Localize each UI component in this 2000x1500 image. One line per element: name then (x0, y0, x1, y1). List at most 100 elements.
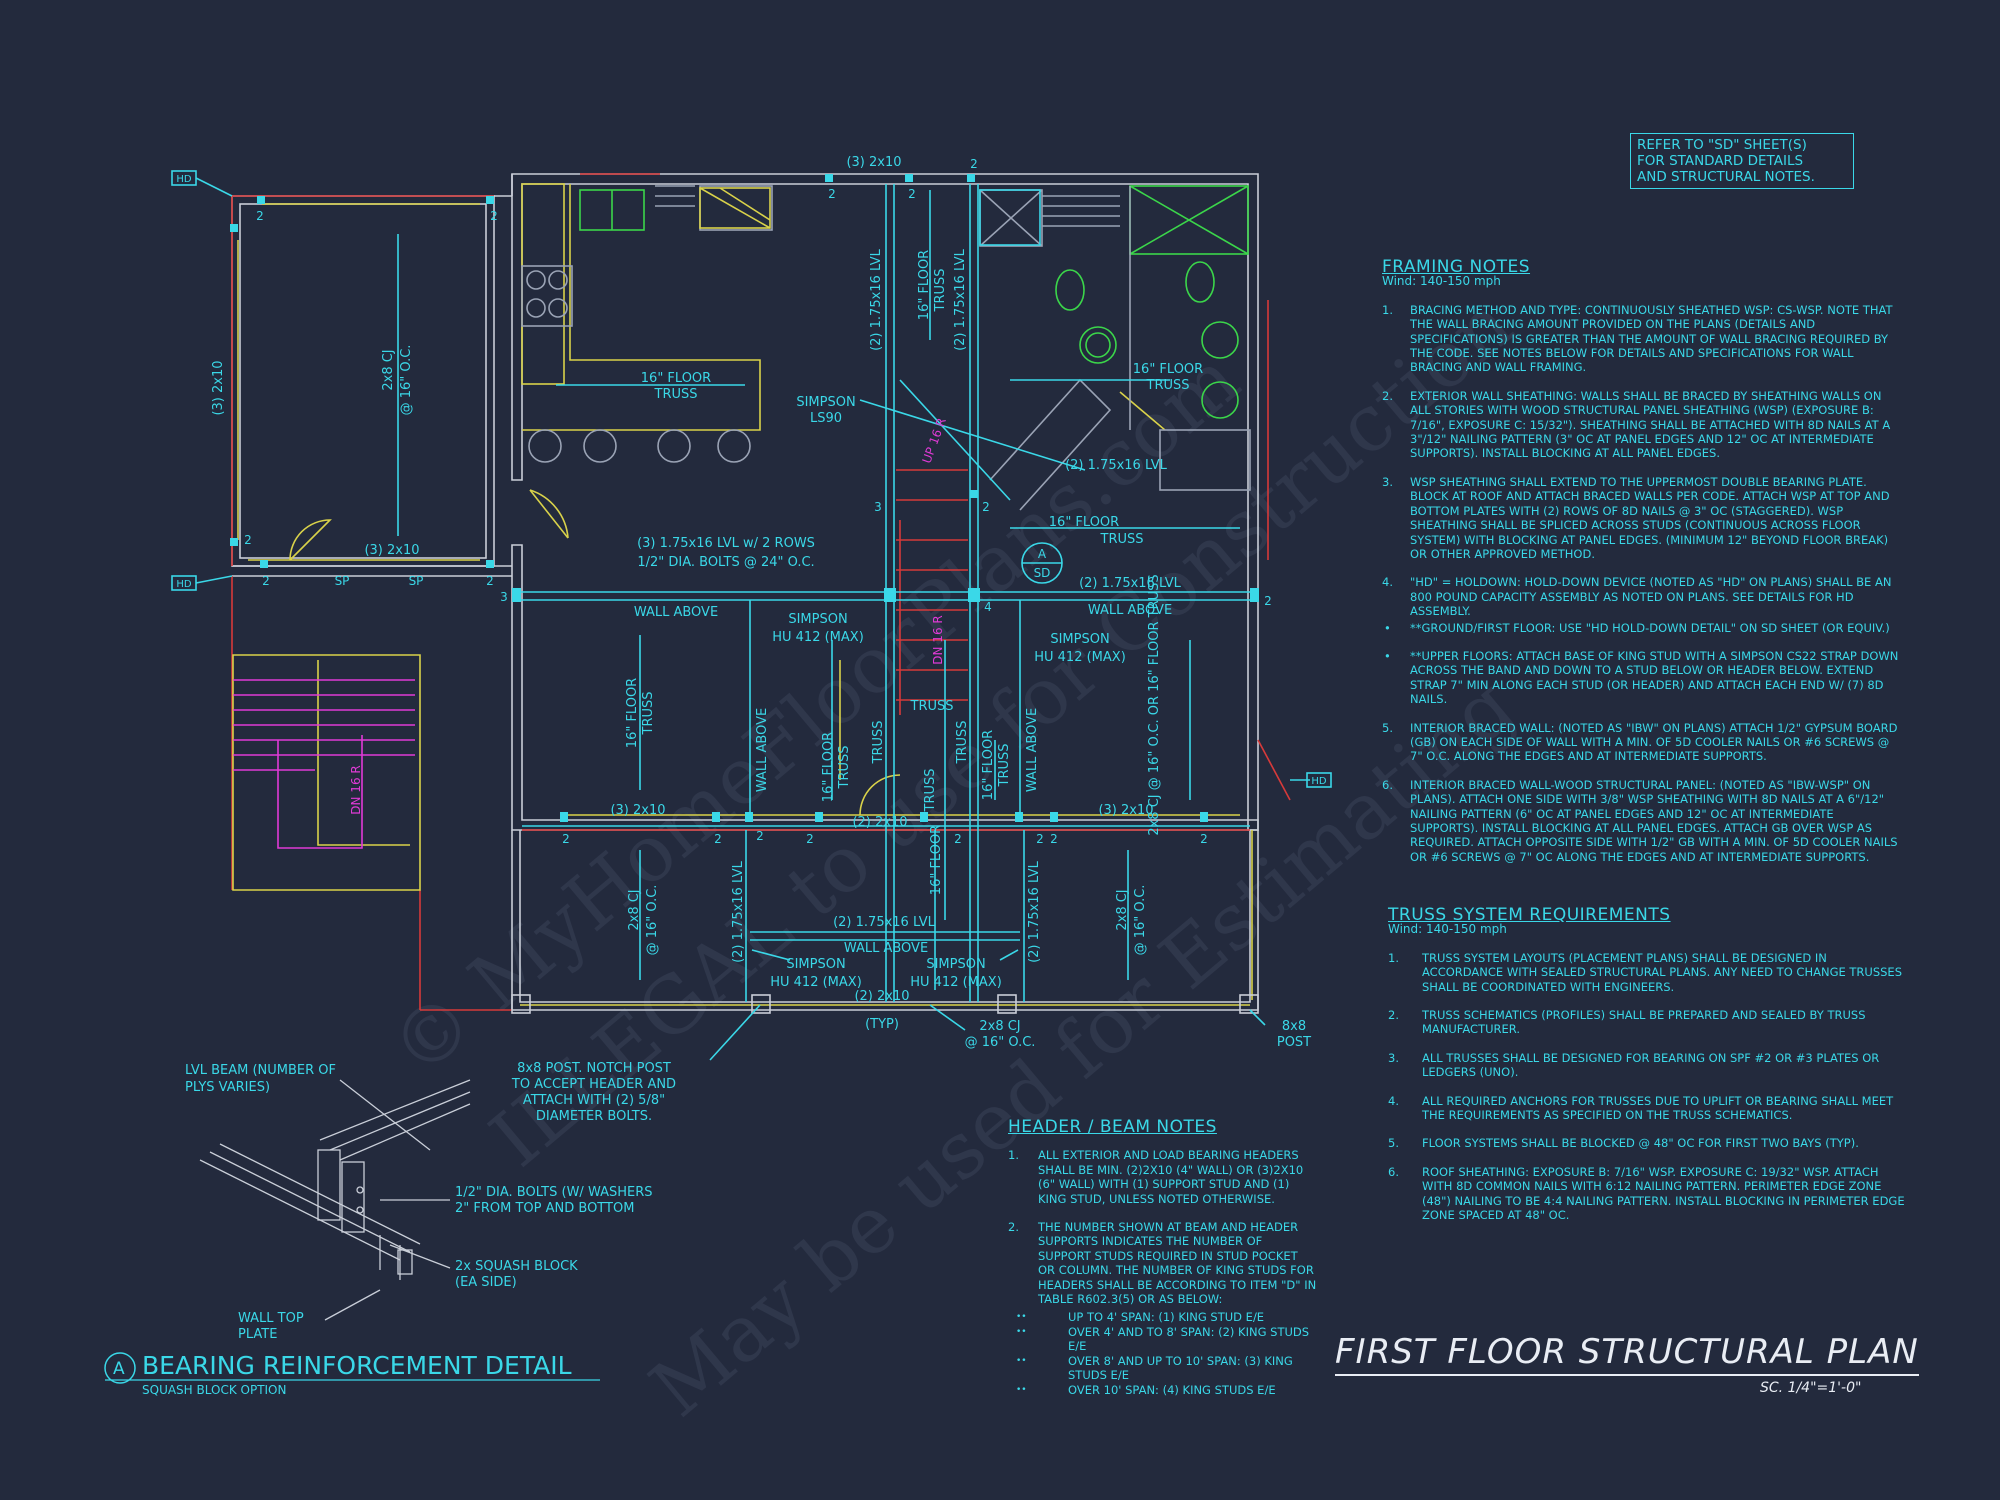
framing-bullet: **GROUND/FIRST FLOOR: USE "HD HOLD-DOWN … (1382, 621, 1902, 636)
detail-callout: PLATE (238, 1327, 277, 1342)
posts (230, 174, 1259, 822)
svg-text:3: 3 (874, 500, 882, 514)
yellow-framing (232, 183, 1253, 1006)
svg-text:2: 2 (714, 832, 722, 846)
notch-note: DIAMETER BOLTS. (536, 1109, 652, 1124)
svg-text:2: 2 (1050, 832, 1058, 846)
floor-truss-label: TRUSS (1100, 532, 1144, 547)
simpson-label: HU 412 (MAX) (1034, 650, 1126, 665)
svg-text:2: 2 (954, 832, 962, 846)
sp-label: SP (335, 574, 350, 588)
floor-truss-label: 16" FLOOR (1133, 362, 1203, 377)
truss-label: TRUSS (955, 721, 970, 765)
header-label: (3) 2x10 (211, 360, 226, 415)
svg-text:2: 2 (828, 187, 836, 201)
lvl-label: (2) 1.75x16 LVL (1027, 860, 1042, 963)
wall-highlights (231, 173, 1291, 1011)
svg-text:2: 2 (1200, 832, 1208, 846)
framing-note-item: 1.BRACING METHOD AND TYPE: CONTINUOUSLY … (1382, 302, 1893, 375)
cj-label: @ 16" O.C. (965, 1035, 1036, 1050)
stair-down-label: DN 16 R (931, 615, 945, 664)
svg-text:2: 2 (908, 187, 916, 201)
floor-truss-label: 16" FLOOR (625, 678, 640, 748)
post-label: 8x8 (1282, 1019, 1306, 1034)
floor-truss-label: TRUSS (1146, 378, 1190, 393)
detail-marker: A (113, 1359, 125, 1379)
truss-notes-title: TRUSS SYSTEM REQUIREMENTS (1388, 905, 1671, 925)
stairs (233, 679, 415, 849)
cj-label: 2x8 CJ (627, 889, 642, 930)
hd-label: HD (1311, 776, 1327, 787)
floor-truss-label: TRUSS (641, 692, 656, 736)
truss-label: TRUSS (910, 699, 954, 714)
cj-label: @ 16" O.C. (399, 345, 414, 416)
section-marker-bottom: SD (1034, 566, 1051, 580)
svg-text:2: 2 (486, 574, 494, 588)
porch (511, 830, 1259, 1011)
framing-note-item: 6.INTERIOR BRACED WALL-WOOD STRUCTURAL P… (1382, 777, 1898, 864)
truss-note-item: 1.TRUSS SYSTEM LAYOUTS (PLACEMENT PLANS)… (1388, 950, 1902, 994)
refer-line: AND STRUCTURAL NOTES. (1637, 169, 1815, 185)
svg-text:2: 2 (1264, 594, 1272, 608)
floor-truss-label: 16" FLOOR (821, 732, 836, 802)
framing-note-item: 3.WSP SHEATHING SHALL EXTEND TO THE UPPE… (1382, 474, 1890, 561)
stair-up-label: UP 16 R (920, 416, 949, 465)
detail-callout: 2" FROM TOP AND BOTTOM (455, 1201, 634, 1216)
floor-truss-label: 16" FLOOR (641, 371, 711, 386)
notch-note: 8x8 POST. NOTCH POST (517, 1061, 671, 1076)
kitchen-fixtures (521, 185, 1251, 511)
simpson-label: HU 412 (MAX) (770, 975, 862, 990)
floor-truss-label: TRUSS (837, 746, 852, 790)
floor-plan (171, 170, 1332, 1061)
simpson-label: LS90 (810, 411, 842, 426)
bolts-label: 1/2" DIA. BOLTS @ 24" O.C. (637, 555, 814, 570)
truss-label: TRUSS (871, 721, 886, 765)
header-label: (3) 2x10 (364, 543, 419, 558)
detail-callout: WALL TOP (238, 1311, 304, 1326)
stair-down-label: DN 16 R (349, 765, 363, 814)
detail-callout: (EA SIDE) (455, 1275, 517, 1290)
floor-truss-label: 16" FLOOR (1049, 515, 1119, 530)
svg-text:4: 4 (984, 600, 992, 614)
simpson-label: SIMPSON (926, 957, 985, 972)
span-arrows (397, 190, 1310, 1061)
cj-combo-label: 2x8 CJ @ 16" O.C. OR 16" FLOOR TRUSS (1147, 574, 1162, 835)
header-notes-title: HEADER / BEAM NOTES (1008, 1117, 1217, 1137)
hd-label: HD (176, 579, 192, 590)
post-label: POST (1277, 1035, 1311, 1050)
lvl-label: (2) 1.75x16 LVL (953, 248, 968, 351)
header-label: (3) 2x10 (846, 155, 901, 170)
simpson-label: SIMPSON (796, 395, 855, 410)
svg-text:2: 2 (262, 574, 270, 588)
lvl-label: (2) 1.75x16 LVL (1079, 576, 1182, 591)
framing-list-2: 5.INTERIOR BRACED WALL: (NOTED AS "IBW" … (1382, 721, 1902, 865)
floor-truss-label: TRUSS (933, 269, 948, 313)
framing-note-item: 4."HD" = HOLDOWN: HOLD-DOWN DEVICE (NOTE… (1382, 575, 1892, 619)
cj-label: 2x8 CJ (381, 349, 396, 390)
floor-truss-label: 16" FLOOR (917, 250, 932, 320)
truss-note-item: 6.ROOF SHEATHING: EXPOSURE B: 7/16" WSP.… (1388, 1164, 1905, 1223)
lvl-label: (2) 1.75x16 LVL (833, 915, 936, 930)
detail-title: BEARING REINFORCEMENT DETAIL (142, 1351, 572, 1380)
truss-note-item: 3.ALL TRUSSES SHALL BE DESIGNED FOR BEAR… (1388, 1050, 1880, 1080)
svg-text:2: 2 (806, 832, 814, 846)
svg-text:2: 2 (244, 533, 252, 547)
truss-note-item: 2.TRUSS SCHEMATICS (PROFILES) SHALL BE P… (1388, 1008, 1866, 1037)
framing-list: 1.BRACING METHOD AND TYPE: CONTINUOUSLY … (1382, 303, 1902, 619)
stud-counts: 2 2 2 2 2 2 2 2 3 3 2 4 2 2 2 2 2 2 2 2 … (244, 157, 1272, 846)
simpson-label: SIMPSON (786, 957, 845, 972)
header-sub-item: OVER 4' AND TO 8' SPAN: (2) KING STUDS E… (1008, 1325, 1318, 1354)
header-label: (2) 2x10 (852, 815, 907, 830)
sheet-title: FIRST FLOOR STRUCTURAL PLAN (1335, 1332, 1919, 1376)
cj-label: 2x8 CJ (1115, 889, 1130, 930)
simpson-label: HU 412 (MAX) (910, 975, 1002, 990)
detail-callout: 1/2" DIA. BOLTS (W/ WASHERS (455, 1185, 653, 1200)
porch-posts (511, 994, 1259, 1014)
header-label: (3) 2x10 (610, 803, 665, 818)
detail-callout: LVL BEAM (NUMBER OF (185, 1063, 336, 1078)
floor-truss-label: TRUSS (997, 744, 1012, 788)
cj-label: @ 16" O.C. (645, 885, 660, 956)
svg-text:2: 2 (490, 209, 498, 223)
framing-notes-title: FRAMING NOTES (1382, 257, 1531, 277)
